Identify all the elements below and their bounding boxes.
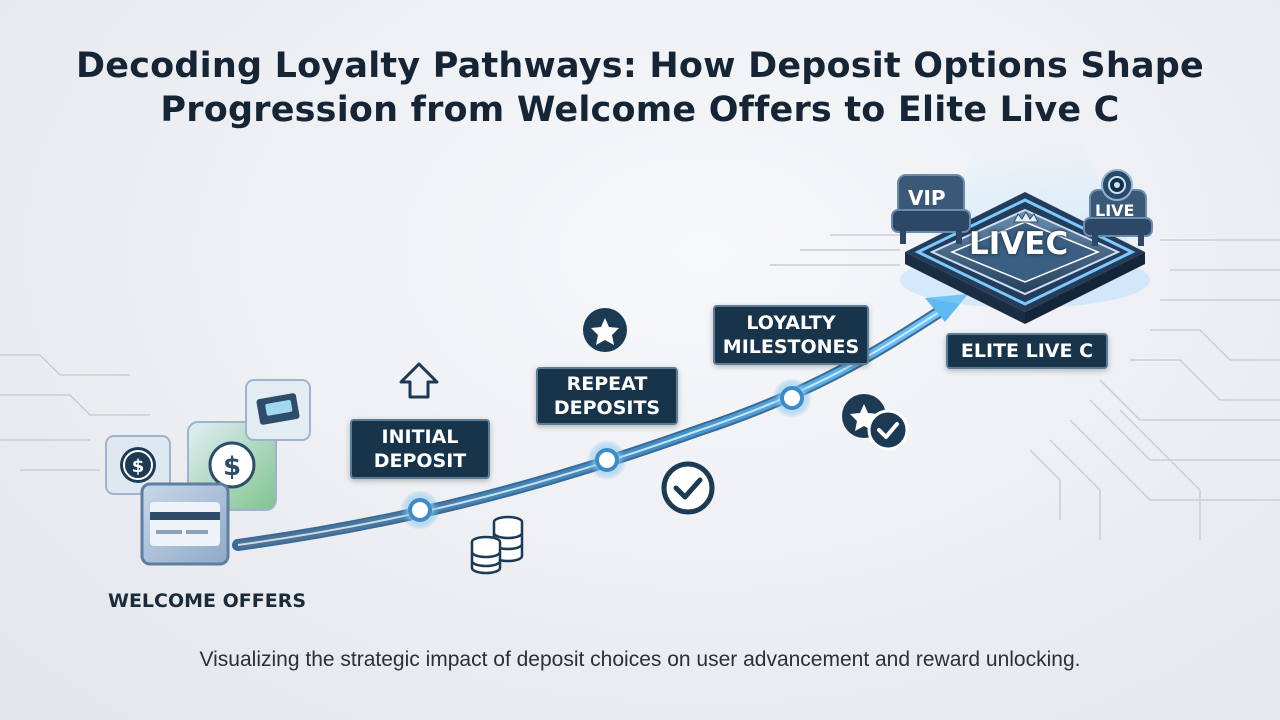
money-tag-icon: [245, 379, 311, 441]
initial-deposit-line2: DEPOSIT: [373, 450, 467, 472]
loyalty-milestones-line1: LOYALTY: [746, 312, 836, 334]
vip-chair-icon: [891, 174, 971, 244]
circuit-lines-left: [0, 354, 150, 471]
up-arrow-icon: [399, 362, 439, 399]
credit-card-icon: [140, 482, 230, 566]
svg-text:$: $: [223, 452, 241, 482]
page-subtitle: Visualizing the strategic impact of depo…: [199, 648, 1081, 671]
page-title: Decoding Loyalty Pathways: How Deposit O…: [40, 44, 1240, 132]
platform-logo-text: LIVEC: [969, 226, 1069, 262]
circuit-lines-right: [770, 234, 1280, 540]
title-line-2: Progression from Welcome Offers to Elite…: [160, 90, 1120, 130]
stage-elite-live: ELITE LIVE C: [946, 333, 1108, 369]
node-repeat-deposits: [587, 440, 627, 480]
svg-text:$: $: [132, 456, 145, 477]
star-check-badge-icon: [842, 394, 909, 451]
vip-label: VIP: [908, 186, 946, 210]
stage-initial-deposit: INITIAL DEPOSIT: [350, 419, 490, 479]
coin-stack-icon: [470, 515, 524, 575]
elite-live-label: ELITE LIVE C: [960, 340, 1094, 362]
node-loyalty-milestones: [772, 378, 812, 418]
check-circle-icon: [661, 461, 715, 515]
initial-deposit-line1: INITIAL: [381, 426, 459, 448]
stage-repeat-deposits: REPEAT DEPOSITS: [536, 367, 678, 425]
camera-icon: [1101, 169, 1133, 201]
path-arrowhead: [925, 294, 968, 322]
star-badge-icon: [583, 308, 627, 352]
node-initial-deposit: [400, 490, 440, 530]
live-label: LIVE: [1095, 201, 1135, 220]
title-line-1: Decoding Loyalty Pathways: How Deposit O…: [76, 46, 1204, 86]
crown-icon: [1013, 210, 1039, 223]
stage-loyalty-milestones: LOYALTY MILESTONES: [713, 305, 869, 365]
dollar-badge-icon: $: [105, 435, 171, 495]
repeat-deposits-line2: DEPOSITS: [553, 397, 661, 419]
loyalty-milestones-line2: MILESTONES: [722, 336, 860, 358]
repeat-deposits-line1: REPEAT: [566, 373, 648, 395]
stage-welcome-offers: WELCOME OFFERS: [108, 590, 307, 612]
